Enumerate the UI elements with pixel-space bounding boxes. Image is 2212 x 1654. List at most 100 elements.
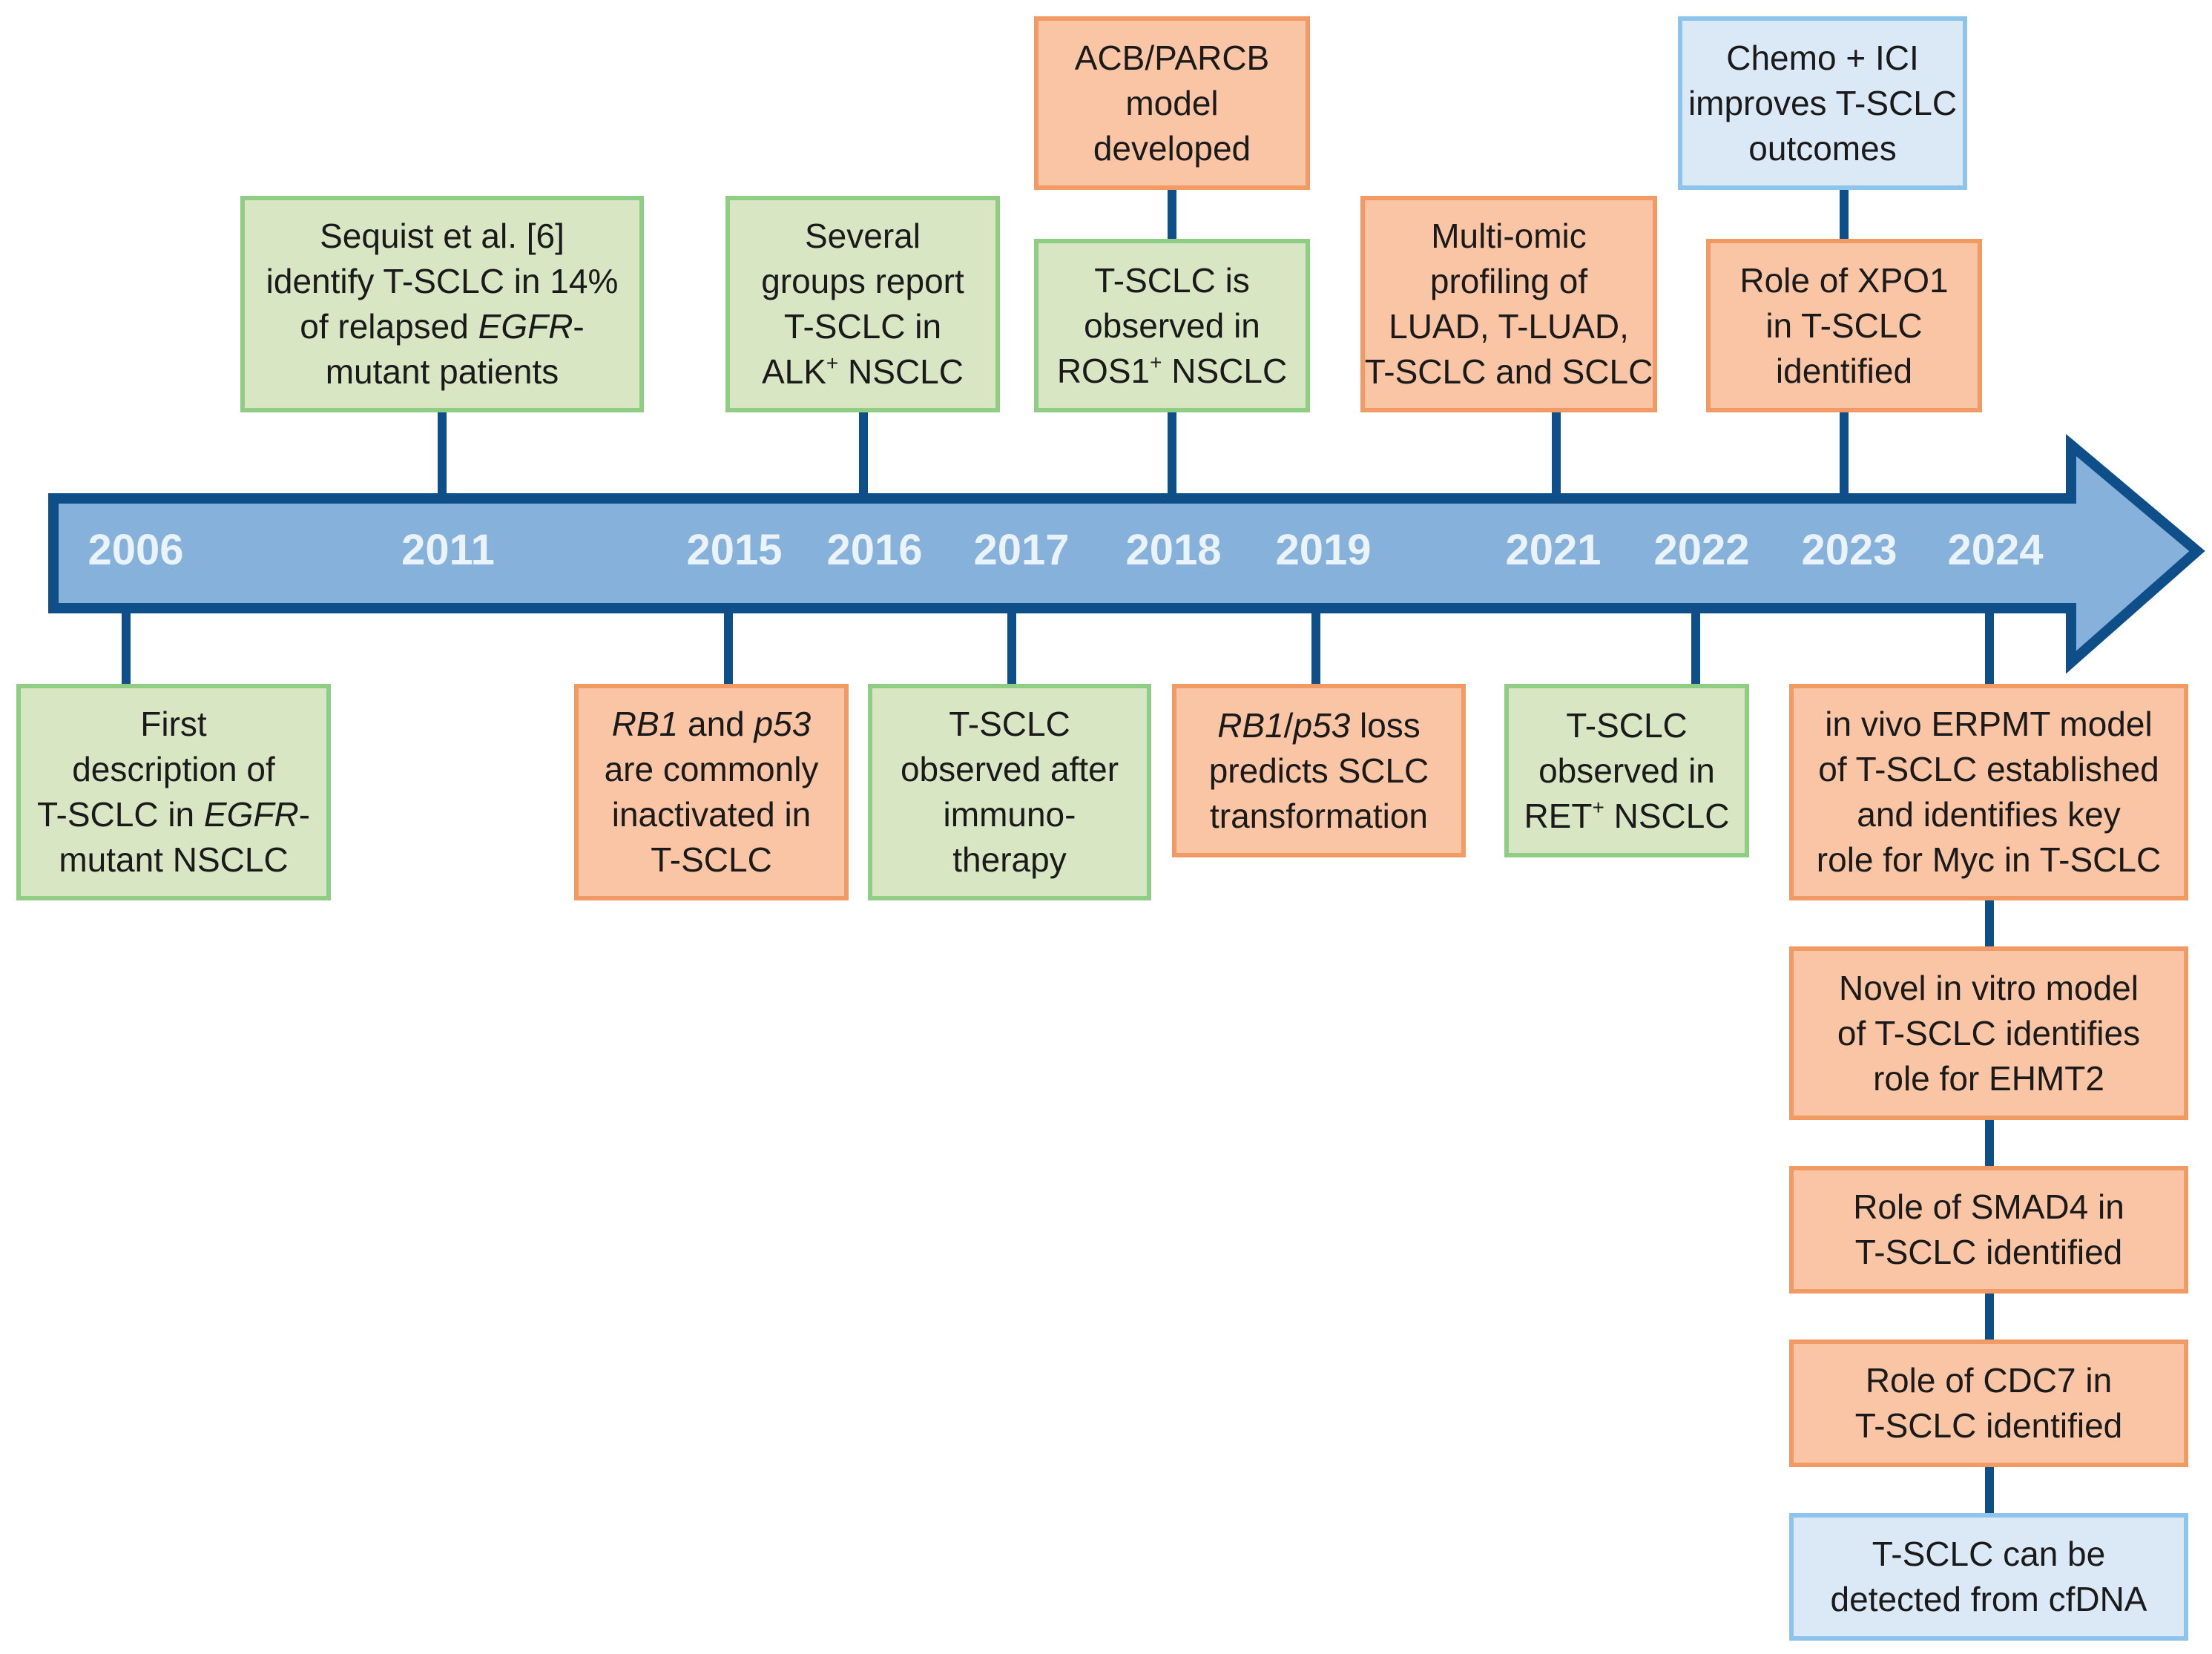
event-text: T-SCLC and SCLC [1364,352,1653,391]
event-text: Sequist et al. [6] [320,217,564,255]
event-text: T-SCLC in [36,795,195,834]
gene-name: p53 [1293,705,1351,745]
event-text: developed [1093,128,1251,168]
event-box-2024-cdc7: Role of CDC7 in T-SCLC identified [1789,1340,2188,1467]
gene-name: RB1 [611,705,679,743]
year-2006: 2006 [88,526,184,574]
event-text: therapy [952,840,1067,879]
event-box-2018-model: ACB/PARCB model developed [1034,16,1310,190]
event-text: Several [805,217,921,255]
event-text: observed in [1084,306,1260,345]
event-text: T-SCLC in [783,307,942,346]
year-2019: 2019 [1275,526,1372,574]
year-2015: 2015 [686,526,783,574]
event-text: Multi-omic [1431,217,1587,255]
event-text: NSCLC [1604,796,1730,835]
event-text: groups report [761,262,964,300]
event-box-2021: Multi-omic profiling of LUAD, T-LUAD, T-… [1360,196,1657,412]
event-text: of relapsed [300,307,469,346]
event-text: of T-SCLC established [1818,750,2159,788]
gene-name: EGFR [203,795,299,834]
event-text: LUAD, T-LUAD, [1389,307,1629,346]
event-box-2017: T-SCLC observed after immuno- therapy [868,684,1151,900]
event-text: improves T-SCLC [1688,83,1958,122]
event-text: immuno- [943,795,1076,834]
event-text: ROS1 [1056,351,1151,390]
event-box-2019: RB1/p53 loss predicts SCLC transformatio… [1172,684,1466,857]
event-text: mutant patients [325,352,559,391]
event-box-2015: RB1 and p53 are commonly inactivated in … [574,684,849,900]
event-text: NSCLC [1162,351,1288,390]
event-text: are commonly [604,750,819,788]
gene-name: p53 [754,705,812,743]
event-text: Novel in vitro model [1839,968,2139,1007]
event-text: inactivated in [611,795,812,834]
event-text: T-SCLC [1566,705,1688,745]
superscript: + [826,352,839,375]
year-2023: 2023 [1801,526,1897,574]
event-text: identified [1775,351,1913,390]
event-box-2024-ehmt2: Novel in vitro model of T-SCLC identifie… [1789,946,2188,1120]
event-text: description of [72,750,275,788]
gene-name: RB1 [1217,705,1284,745]
year-2024: 2024 [1947,526,2044,574]
event-text: Chemo + ICI [1726,38,1919,77]
event-text: loss [1350,705,1421,745]
event-text: in vivo ERPMT model [1825,705,2153,743]
event-text: outcomes [1748,128,1897,168]
event-text: Role of SMAD4 in [1853,1187,2124,1226]
event-text: T-SCLC is [1094,260,1250,300]
timeline-arrow [48,433,2205,674]
event-text: Role of CDC7 in [1865,1361,2113,1400]
event-box-2006: First description of T-SCLC in EGFR- mut… [16,684,331,900]
event-text: detected from cfDNA [1830,1580,2147,1618]
event-text: First [140,705,207,743]
event-text: role for Myc in T-SCLC [1816,840,2162,879]
superscript: + [1592,795,1604,819]
event-text: ACB/PARCB [1074,38,1270,77]
event-text: - [298,795,311,834]
event-box-2024-cfdna: T-SCLC can be detected from cfDNA [1789,1513,2188,1641]
year-2021: 2021 [1505,526,1602,574]
event-text: ALK [761,352,826,391]
event-text: transformation [1209,796,1428,835]
year-2011: 2011 [401,526,495,574]
event-text: and identifies key [1857,795,2121,834]
event-text: predicts SCLC [1208,751,1429,790]
event-text: NSCLC [838,352,964,391]
event-box-2018-ros1: T-SCLC is observed in ROS1+ NSCLC [1034,239,1310,412]
event-text: observed after [900,750,1119,788]
event-text: RET [1524,796,1593,835]
event-text: profiling of [1429,262,1588,300]
event-text: / [1283,705,1294,745]
event-text: T-SCLC identified [1854,1233,2123,1271]
event-text: T-SCLC identified [1854,1406,2123,1445]
event-box-2024-smad4: Role of SMAD4 in T-SCLC identified [1789,1166,2188,1294]
year-2018: 2018 [1125,526,1222,574]
event-text: of T-SCLC identifies [1837,1013,2141,1052]
event-box-2024-erpmt: in vivo ERPMT model of T-SCLC establishe… [1789,684,2188,900]
superscript: + [1150,350,1162,374]
event-text: observed in [1538,751,1715,790]
event-text: role for EHMT2 [1873,1058,2104,1098]
event-text: - [573,307,585,346]
event-text: identify T-SCLC in 14% [266,262,619,300]
gene-name: EGFR [478,307,573,346]
event-text: T-SCLC can be [1872,1535,2106,1573]
event-box-2011: Sequist et al. [6] identify T-SCLC in 14… [240,196,644,412]
event-box-2022: T-SCLC observed in RET+ NSCLC [1504,684,1749,857]
event-box-2023-xpo1: Role of XPO1 in T-SCLC identified [1706,239,1982,412]
year-2017: 2017 [973,526,1070,574]
event-box-2023-chemo-ici: Chemo + ICI improves T-SCLC outcomes [1678,16,1967,190]
event-text: model [1125,83,1219,122]
event-text: mutant NSCLC [59,840,289,879]
event-text: in T-SCLC [1765,306,1923,345]
event-box-2016: Several groups report T-SCLC in ALK+ NSC… [725,196,1000,412]
year-2016: 2016 [826,526,923,574]
year-2022: 2022 [1653,526,1750,574]
event-text: T-SCLC [651,840,772,879]
connector-lines [122,190,1994,1513]
event-text: Role of XPO1 [1739,260,1949,300]
